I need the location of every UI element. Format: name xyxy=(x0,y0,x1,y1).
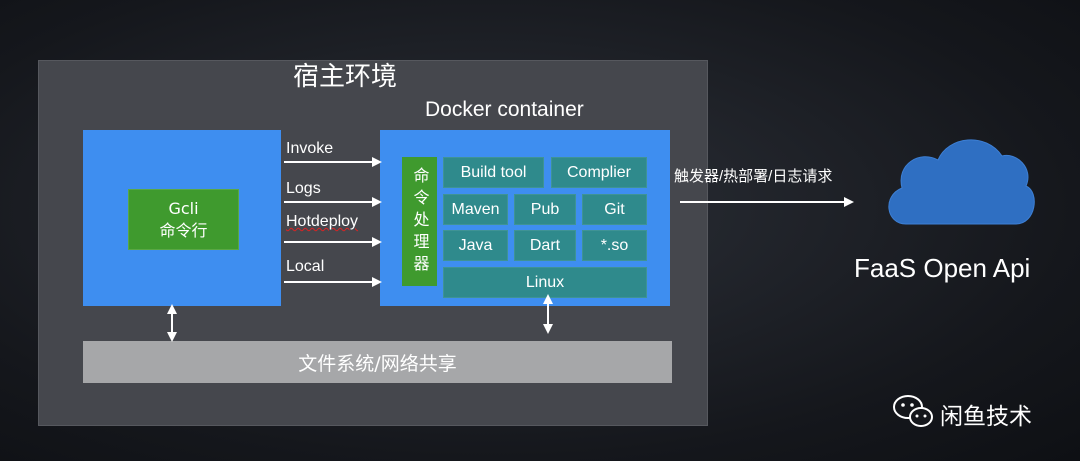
shared-filesystem-network-bar: 文件系统/网络共享 xyxy=(83,341,672,383)
gcli-label: Gcli xyxy=(168,198,199,218)
tile-linux: Linux xyxy=(443,267,647,298)
arrow-label-logs: Logs xyxy=(286,180,321,197)
arrow-label-local: Local xyxy=(286,258,325,275)
tile-dart: Dart xyxy=(514,230,576,261)
tile-java: Java xyxy=(443,230,508,261)
arrow-label-invoke: Invoke xyxy=(286,140,334,157)
tile-build-tool: Build tool xyxy=(443,157,544,188)
gcli-sublabel: 命令行 xyxy=(159,220,208,240)
arrow-label-trigger: 触发器/热部署/日志请求 xyxy=(674,168,833,185)
faas-open-api-label: FaaS Open Api xyxy=(854,253,1031,283)
host-environment-title: 宿主环境 xyxy=(293,62,398,92)
cloud-icon xyxy=(888,139,1035,225)
tile-compiler: Complier xyxy=(551,157,647,188)
tile-pub: Pub xyxy=(514,194,576,225)
tile-so: *.so xyxy=(582,230,647,261)
gcli-box: Gcli 命令行 xyxy=(128,189,239,250)
tile-git: Git xyxy=(582,194,647,225)
wechat-icon xyxy=(893,395,933,427)
tile-maven: Maven xyxy=(443,194,508,225)
command-processor-box: 命令处理器 xyxy=(402,157,437,286)
docker-title: Docker container xyxy=(425,98,584,121)
command-processor-label: 命令处理器 xyxy=(410,166,430,277)
arrow-label-hotdeploy: Hotdeploy xyxy=(286,213,359,230)
brand-name: 闲鱼技术 xyxy=(940,404,1032,430)
